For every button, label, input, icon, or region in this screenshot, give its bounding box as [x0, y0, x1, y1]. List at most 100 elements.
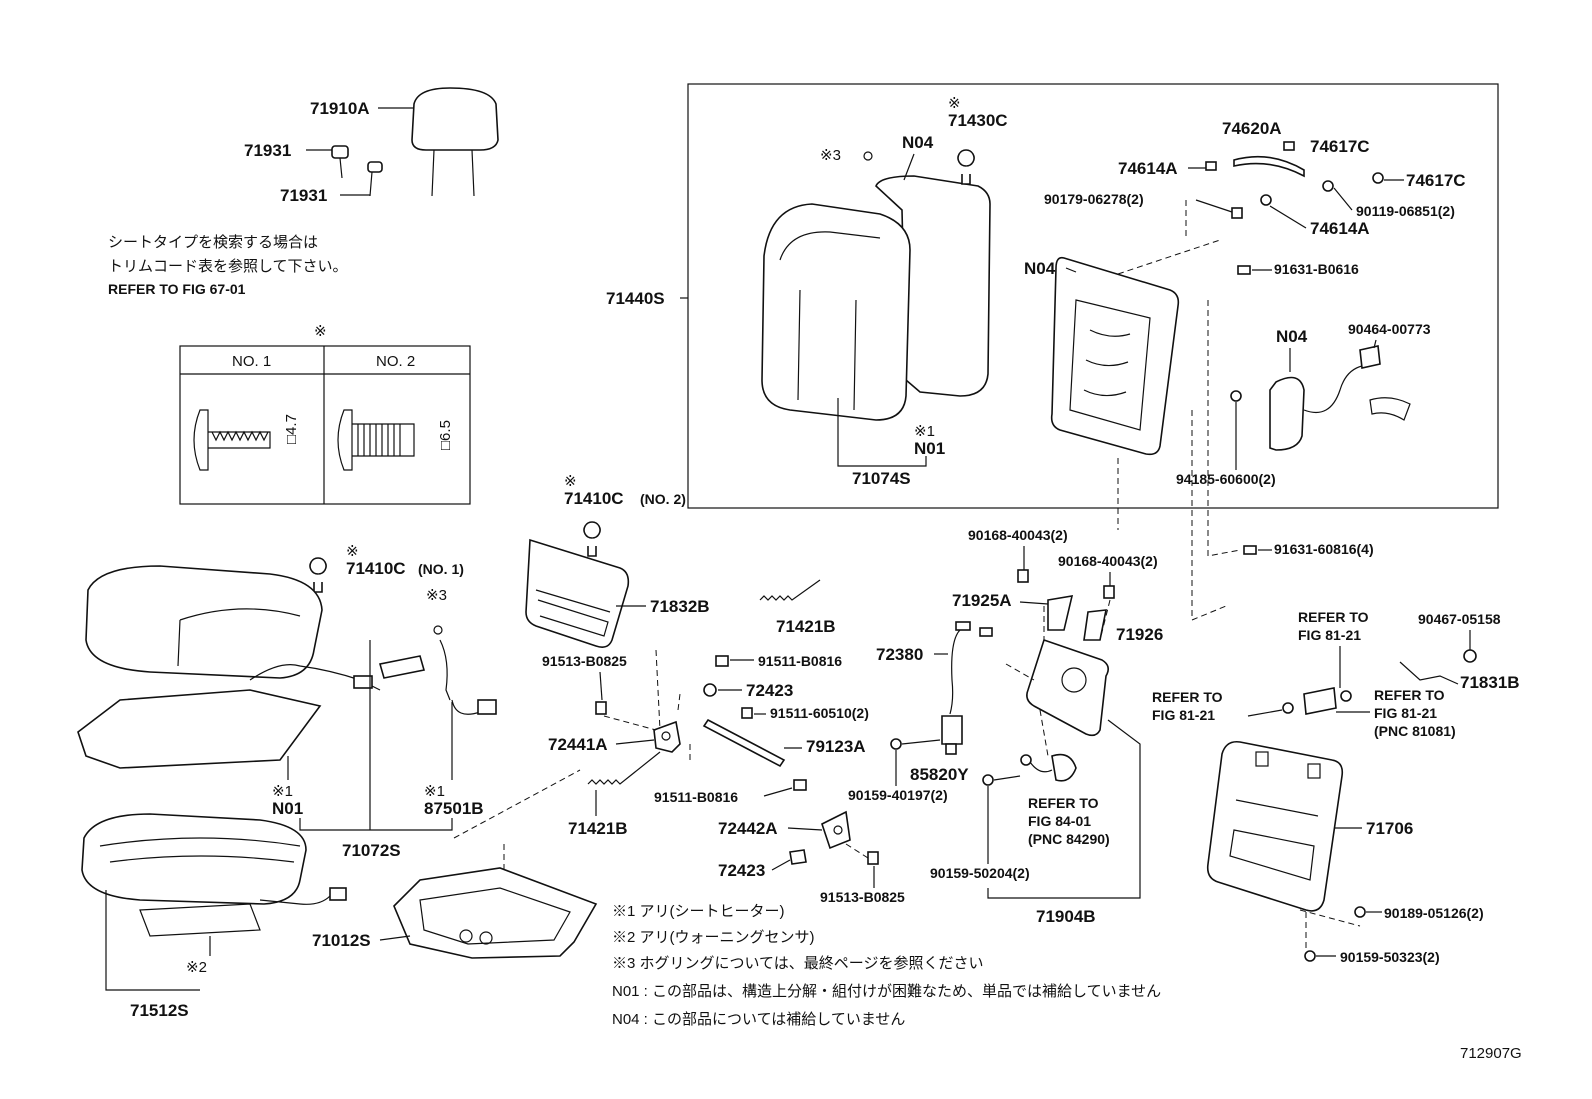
- part-71430C: 71430C: [948, 111, 1008, 130]
- part-71074S: 71074S: [852, 469, 911, 488]
- bolt-91513-b-icon: [867, 851, 879, 865]
- spring-71421B-b-icon: [587, 751, 661, 785]
- wire-71831B-icon: [1399, 661, 1459, 685]
- note-mark-x1-heater: ※1: [272, 783, 293, 800]
- part-71931-b: 71931: [280, 186, 327, 205]
- part-72380: 72380: [876, 645, 923, 664]
- mark-x-71410C-no1: ※: [346, 543, 359, 560]
- cap-72423-a-icon: [703, 683, 717, 697]
- part-74617C-b: 74617C: [1406, 171, 1466, 190]
- ref-fig-81-21-c-line2: FIG 81-21: [1374, 705, 1437, 721]
- part-71440S: 71440S: [606, 289, 665, 308]
- clip-71410C-no2-icon: [583, 521, 601, 557]
- legend-note-3: ※3 ホグリングについては、最終ページを参照ください: [612, 955, 983, 972]
- part-71421B-a: 71421B: [776, 617, 836, 636]
- part-71410C-no1: 71410C: [346, 559, 406, 578]
- clip-90467-icon: [1463, 649, 1477, 663]
- diagram-code: 712907G: [1460, 1045, 1522, 1062]
- seat-type-note-line3: REFER TO FIG 67-01: [108, 281, 246, 297]
- part-71410C-no2: 71410C: [564, 489, 624, 508]
- part-87501B: 87501B: [424, 799, 484, 818]
- part-71410C-no1-tag: (NO. 1): [418, 561, 464, 577]
- seatback-cover-illustration: [761, 175, 991, 421]
- clip-table-mark: ※: [314, 323, 327, 340]
- sensor-85820Y-illustration: [941, 715, 963, 755]
- seat-type-note-line2: トリムコード表を参照して下さい。: [108, 258, 348, 275]
- part-90159-40197: 90159-40197(2): [848, 787, 948, 803]
- ref-fig-84-01-line1: REFER TO: [1028, 795, 1099, 811]
- part-91631-60816: 91631-60816(4): [1274, 541, 1374, 557]
- bolt-90159-50204-icon: [982, 774, 994, 786]
- note-n04-module: N04: [1276, 327, 1308, 346]
- part-79123A: 79123A: [806, 737, 866, 756]
- headrest-guide-illustration: [306, 145, 383, 197]
- connector-81-21-illustration: [1303, 687, 1352, 715]
- part-90159-50323: 90159-50323(2): [1340, 949, 1440, 965]
- part-71931-a: 71931: [244, 141, 291, 160]
- seat-type-note-line1: シートタイプを検索する場合は: [108, 234, 318, 251]
- note-mark-x1-harness: ※1: [424, 783, 445, 800]
- bolt-90159-50323-icon: [1304, 950, 1316, 962]
- mark-x-71410C-no2: ※: [564, 473, 577, 490]
- part-71706: 71706: [1366, 819, 1413, 838]
- part-71831B: 71831B: [1460, 673, 1520, 692]
- part-90464-00773: 90464-00773: [1348, 321, 1431, 337]
- ref-fig-81-21-c-line1: REFER TO: [1374, 687, 1445, 703]
- adjuster-72442A-illustration: [821, 810, 851, 850]
- ref-fig-84-01-line2: FIG 84-01: [1028, 813, 1091, 829]
- part-71910A: 71910A: [310, 99, 370, 118]
- part-71832B: 71832B: [650, 597, 710, 616]
- note-mark-x3-b: ※3: [426, 587, 447, 604]
- part-90467-05158: 90467-05158: [1418, 611, 1501, 627]
- legend-note-1: ※1 アリ(シートヒーター): [612, 903, 785, 920]
- part-90119-06851: 90119-06851(2): [1356, 203, 1455, 219]
- legend-note-2: ※2 アリ(ウォーニングセンサ): [612, 929, 815, 946]
- bolt-90159-40197-icon: [890, 738, 902, 750]
- clip-table-col2: NO. 2: [376, 353, 415, 370]
- seat-cushion-cover-illustration: [85, 565, 323, 679]
- part-72442A: 72442A: [718, 819, 778, 838]
- part-94185-60600: 94185-60600(2): [1176, 471, 1276, 487]
- part-71926: 71926: [1116, 625, 1163, 644]
- ref-fig-84-01-line3: (PNC 84290): [1028, 831, 1110, 847]
- part-90168-40043-a: 90168-40043(2): [968, 527, 1068, 543]
- part-72423-a: 72423: [746, 681, 793, 700]
- part-91511-B0816-a: 91511-B0816: [758, 653, 842, 669]
- seat-cushion-pad-illustration: [81, 813, 347, 937]
- clip-table: [179, 345, 471, 505]
- hog-ring-icon-b: [433, 625, 443, 635]
- part-85820Y: 85820Y: [910, 765, 969, 784]
- part-91511-60510: 91511-60510(2): [770, 705, 869, 721]
- part-71072S: 71072S: [342, 841, 401, 860]
- bolt-91631-B0616-icon: [1237, 265, 1251, 275]
- part-74617C-a: 74617C: [1310, 137, 1370, 156]
- part-72423-b: 72423: [718, 861, 765, 880]
- mark-x-71430C: ※: [948, 95, 961, 112]
- seatback-group-box: [687, 83, 1499, 509]
- part-90159-50204: 90159-50204(2): [930, 865, 1030, 881]
- part-90168-40043-b: 90168-40043(2): [1058, 553, 1158, 569]
- note-n04-frame: N04: [1024, 259, 1056, 278]
- note-n01-heater: N01: [272, 799, 303, 818]
- clip-table-col1: NO. 1: [232, 353, 271, 370]
- ref-fig-81-21-a-line2: FIG 81-21: [1298, 627, 1361, 643]
- legend-note-4: N01 : この部品は、構造上分解・組付けが困難なため、単品では補給していません: [612, 983, 1161, 1000]
- part-90189-05126: 90189-05126(2): [1384, 905, 1484, 921]
- bolt-91511-60510-icon: [741, 707, 753, 719]
- bracket-71926-icon: [1083, 609, 1107, 641]
- spring-71421B-a-icon: [759, 579, 821, 601]
- bolt-91513-a-icon: [595, 701, 607, 715]
- part-71904B: 71904B: [1036, 907, 1096, 926]
- part-71421B-b: 71421B: [568, 819, 628, 838]
- part-91513-B0825-b: 91513-B0825: [820, 889, 905, 905]
- clip-71430C-icon: [957, 149, 975, 185]
- side-module-illustration: [1230, 345, 1411, 451]
- ref-fig-81-21-c-line3: (PNC 81081): [1374, 723, 1456, 739]
- note-mark-x2: ※2: [186, 959, 207, 976]
- bolt-91511-B0816-b-icon: [793, 779, 807, 791]
- part-72441A: 72441A: [548, 735, 608, 754]
- bolt-91631-60816-icon: [1243, 545, 1257, 555]
- trim-cover-71832B-illustration: [525, 538, 630, 648]
- part-74620A: 74620A: [1222, 119, 1282, 138]
- motor-84290-illustration: [1020, 753, 1077, 782]
